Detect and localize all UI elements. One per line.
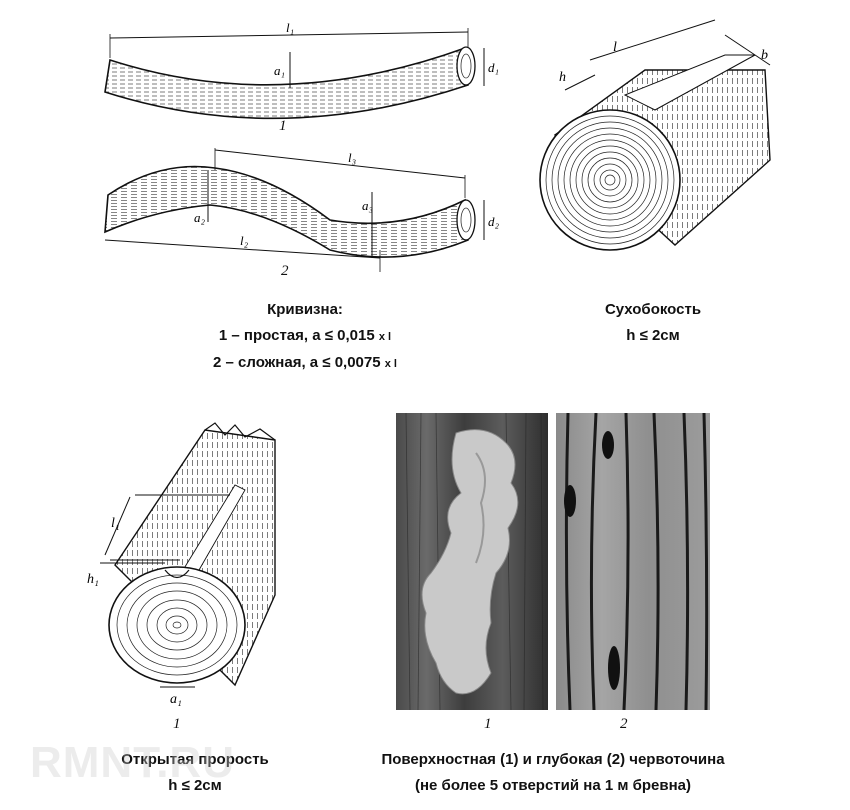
curvature-caption-line2-text: 2 – сложная, a ≤ 0,0075 [213,354,381,371]
dry-side-caption-line1: h ≤ 2см [626,327,680,344]
dry-side-caption-title: Сухобокость [604,301,702,318]
label-a3: a₃ [362,198,373,213]
dry-side-caption: Сухобокость h ≤ 2см [548,297,758,349]
wormhole-fig-number-2: 2 [620,716,628,732]
worm-hole [608,646,620,690]
worm-hole [602,431,614,459]
year-rings [116,574,238,676]
label-d2: d₂ [488,214,500,229]
wormhole-caption-line1: (не более 5 отверстий на 1 м бревна) [414,777,691,794]
curvature-caption-title: Кривизна: [267,301,343,318]
label-l1: l₁ [286,20,294,35]
label-d1: d₁ [488,60,499,75]
curvature-caption: Кривизна: 1 – простая, a ≤ 0,015 x l 2 –… [140,297,470,377]
curvature-fig-number-1: 1 [279,118,287,134]
deep-wormhole-photo [556,413,710,710]
label-a1: a₁ [274,63,285,78]
dry-side-log [539,19,771,251]
label-l1: l₁ [111,516,120,531]
label-h: h [559,70,566,85]
open-overgrowth-caption-line1: h ≤ 2см [168,777,222,794]
curvature-fig-number-2: 2 [281,263,289,279]
curvature-caption-line1: 1 – простая, a ≤ 0,015 x l [140,323,470,350]
label-l: l [613,40,617,55]
label-b: b [761,48,768,63]
wormhole-caption-title: Поверхностная (1) и глубокая (2) червото… [381,751,725,768]
open-overgrowth-caption: Открытая прорость h ≤ 2см [85,747,305,799]
worm-hole [564,485,576,517]
curvature-caption-line2: 2 – сложная, a ≤ 0,0075 x l [140,350,470,377]
wormhole-fig-number-1: 1 [484,716,492,732]
dry-side-diagram: l b h [539,19,771,251]
year-rings [545,115,675,245]
open-overgrowth-diagram: l₁ h₁ a₁ [87,422,276,707]
wormhole-caption: Поверхностная (1) и глубокая (2) червото… [318,747,788,799]
overgrowth-fig-number: 1 [173,716,181,732]
curvature-caption-line2-suffix: x l [384,358,397,370]
watermark-logo: RMNT.RU [30,738,235,787]
overgrowth-log [100,422,276,688]
label-l2: l₂ [240,233,249,248]
surface-wormhole-photo [396,413,548,710]
complex-curved-log [104,148,485,272]
curvature-caption-line1-suffix: x l [378,331,392,343]
label-h1: h₁ [87,572,99,587]
open-overgrowth-caption-title: Открытая прорость [121,751,269,768]
curvature-caption-line1-text: 1 – простая, a ≤ 0,015 [218,327,375,344]
label-a2: a₂ [194,210,206,225]
curvature-diagram: l₁ a₁ d₁ l₃ a₂ a₃ d₂ l₂ [104,20,500,272]
simple-curved-log [104,28,485,120]
label-a1: a₁ [170,692,182,707]
label-l3: l₃ [348,150,356,165]
